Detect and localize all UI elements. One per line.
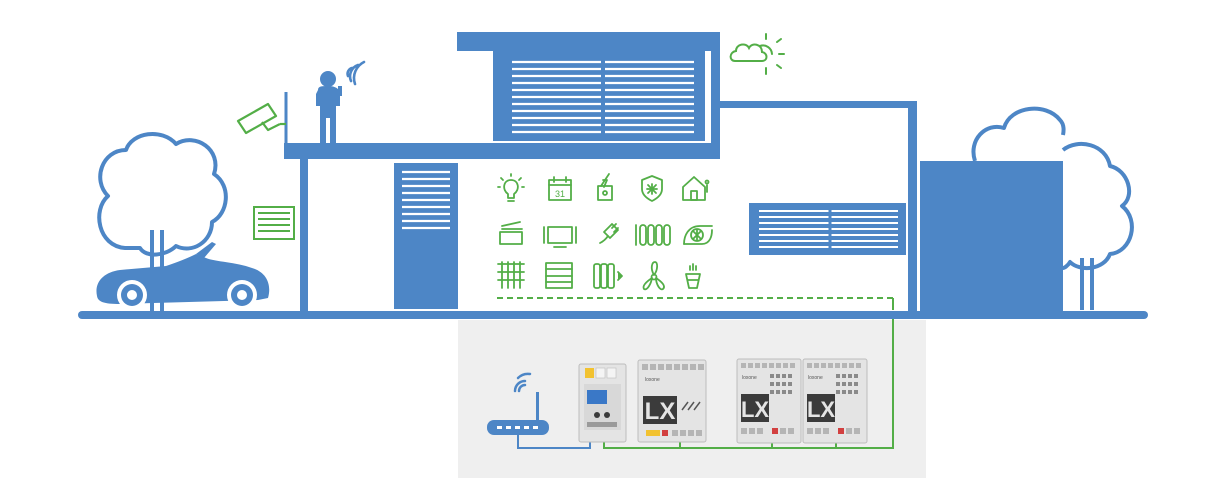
calendar-day-label: 31	[555, 189, 565, 199]
side-blinds	[749, 203, 906, 255]
sauna-icon	[497, 261, 525, 289]
wifi-router	[487, 372, 549, 435]
extension-1-brand: loxone	[742, 375, 757, 381]
power-supply-module	[578, 363, 627, 443]
weather-sun-cloud-icon	[729, 33, 785, 75]
extension-2-brand: loxone	[808, 375, 823, 381]
fan-icon	[642, 261, 665, 291]
light-bulb-icon	[497, 173, 525, 202]
calendar-icon: 31	[548, 176, 572, 201]
energy-meter-icon	[597, 173, 613, 201]
miniserver-brand: loxone	[645, 377, 660, 383]
house-structure	[284, 32, 1063, 314]
extension-module-1: loxone LX	[736, 358, 802, 444]
security-camera-icon	[236, 92, 288, 145]
floor-heating-icon	[635, 224, 671, 246]
miniserver-label: LX	[645, 398, 676, 425]
alarm-shield-icon	[641, 175, 663, 202]
power-plug-icon	[599, 223, 619, 244]
ventilation-icon	[683, 225, 713, 245]
bus-line-dashed	[497, 297, 894, 310]
media-tv-icon	[543, 226, 577, 248]
door-blinds	[394, 163, 458, 309]
person-on-phone-icon	[316, 60, 366, 145]
miniserver-module: loxone LX	[637, 359, 707, 443]
shading-icon	[545, 262, 573, 289]
irrigation-icon	[685, 263, 701, 289]
presence-house-icon	[682, 176, 710, 201]
radiator-icon	[593, 263, 623, 289]
garage-door-icon	[253, 206, 295, 240]
pool-cover-icon	[499, 221, 523, 245]
tree-right-icon	[971, 106, 1134, 310]
extension-module-2: loxone LX	[802, 358, 868, 444]
extension-1-label: LX	[741, 397, 769, 422]
convertible-car-icon	[96, 242, 270, 310]
extension-2-label: LX	[807, 397, 835, 422]
window-blinds-upper	[493, 51, 705, 141]
network-cable	[517, 432, 591, 449]
ground-line	[78, 311, 1148, 319]
